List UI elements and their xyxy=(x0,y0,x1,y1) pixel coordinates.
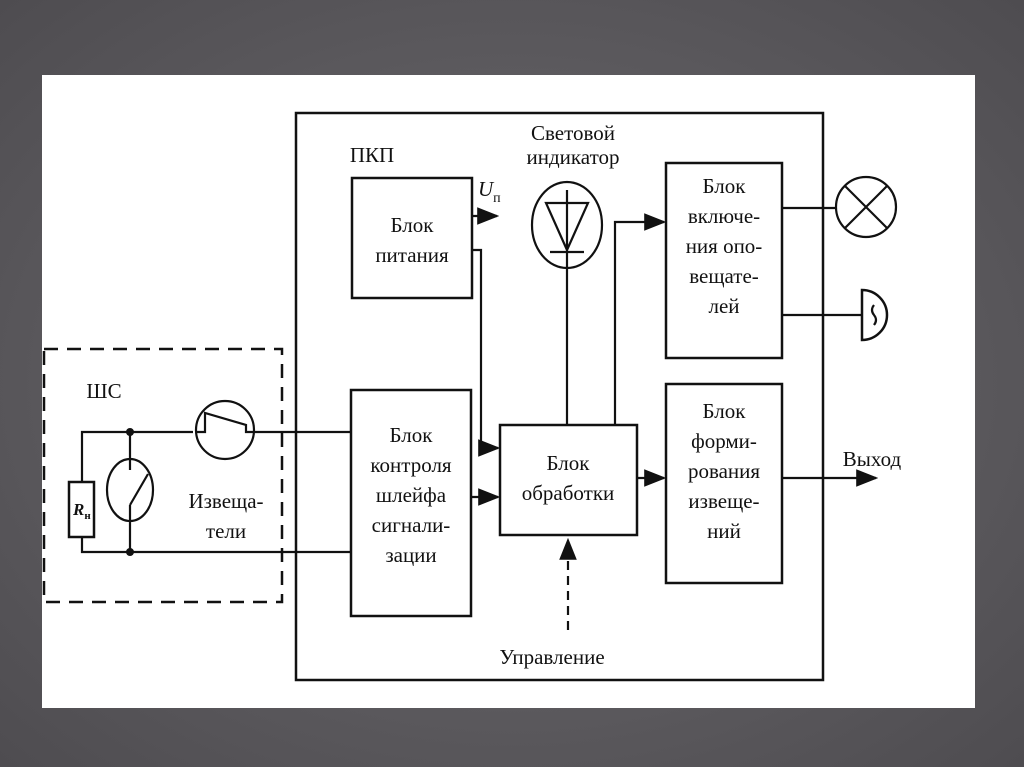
loop-top-wire-left xyxy=(80,430,193,482)
detector-no-switch-icon xyxy=(105,428,155,556)
pkp-outer-box xyxy=(294,111,825,682)
processing-block xyxy=(498,423,639,537)
alarm-switch-line-3: ния опо- xyxy=(686,234,763,258)
indicator-label-2: индикатор xyxy=(527,145,620,169)
alarm-switch-block xyxy=(664,161,784,360)
loop-bottom-wire xyxy=(80,537,351,554)
processing-line-2: обработки xyxy=(522,481,615,505)
notice-line-1: Блок xyxy=(703,399,747,423)
indicator-label-1: Световой xyxy=(531,121,615,145)
pkp-label: ПКП xyxy=(350,143,394,167)
signal-loop-dashed-box xyxy=(42,347,284,604)
lamp-icon xyxy=(834,175,898,239)
processing-line-1: Блок xyxy=(547,451,591,475)
detectors-label-2: тели xyxy=(206,519,246,543)
loop-control-line-2: контроля xyxy=(370,453,452,477)
loop-control-block xyxy=(349,388,473,618)
siren-icon xyxy=(860,288,889,342)
loop-control-line-3: шлейфа xyxy=(376,483,447,507)
power-voltage-label: Uп xyxy=(478,177,501,206)
notice-line-2: форми- xyxy=(691,429,757,453)
resistor-icon xyxy=(67,480,96,539)
loop-control-line-1: Блок xyxy=(390,423,434,447)
alarm-switch-line-2: включе- xyxy=(688,204,760,228)
detector-nc-switch-icon xyxy=(194,399,256,461)
loop-control-line-5: зации xyxy=(385,543,436,567)
notice-line-4: извеще- xyxy=(688,489,759,513)
output-label: Выход xyxy=(843,447,902,471)
power-block-line-1: Блок xyxy=(391,213,435,237)
led-indicator-icon xyxy=(530,180,604,425)
power-to-processing-wire xyxy=(472,248,501,457)
control-label: Управление xyxy=(499,645,604,669)
notice-line-5: ний xyxy=(707,519,741,543)
loop-label: ШС xyxy=(86,379,121,403)
alarm-switch-line-4: вещате- xyxy=(689,264,759,288)
resistor-label: Rн xyxy=(72,500,91,522)
alarm-switch-line-1: Блок xyxy=(703,174,747,198)
processing-to-alarm-wire xyxy=(613,213,667,425)
power-block xyxy=(350,176,474,300)
detectors-label-1: Извеща- xyxy=(188,489,263,513)
power-block-line-2: питания xyxy=(375,243,449,267)
notice-line-3: рования xyxy=(688,459,760,483)
alarm-switch-line-5: лей xyxy=(708,294,739,318)
loop-control-line-4: сигнали- xyxy=(372,513,451,537)
